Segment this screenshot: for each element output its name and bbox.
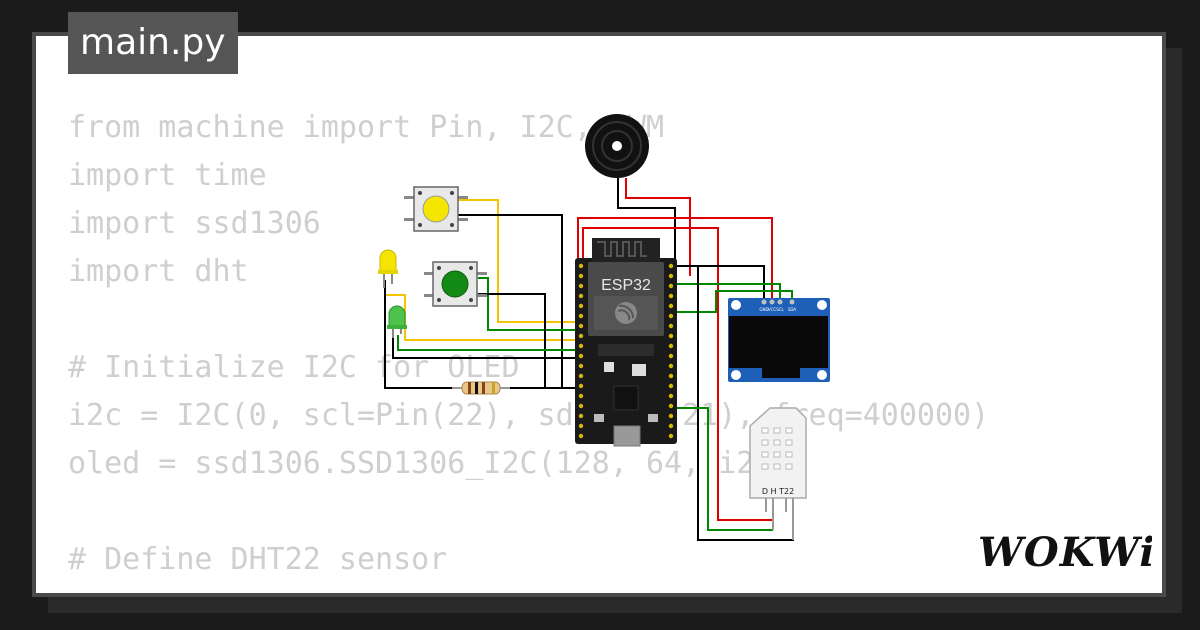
board-label: ESP32 bbox=[601, 277, 651, 294]
oled-pin-label: VCC bbox=[768, 307, 777, 312]
code-line: import ssd1306 bbox=[68, 206, 321, 241]
file-tab[interactable]: main.py bbox=[68, 12, 238, 74]
code-line: dht_sensor = dht.DHT22(Pin(15)) bbox=[68, 584, 989, 593]
wire-green bbox=[478, 277, 578, 331]
wire-yellow bbox=[458, 199, 578, 323]
wire-black bbox=[617, 178, 676, 262]
code-line: # Initialize I2C for OLED bbox=[68, 350, 520, 385]
sensor-label: D H T22 bbox=[762, 487, 794, 496]
wire-red bbox=[625, 178, 691, 276]
oled-pin-label: SCL bbox=[776, 307, 784, 312]
dht22-sensor-icon[interactable] bbox=[749, 407, 807, 540]
wire-green bbox=[675, 407, 773, 531]
code-line: import time bbox=[68, 158, 267, 193]
esp32-board-icon[interactable] bbox=[575, 238, 677, 447]
wire-black bbox=[478, 293, 546, 388]
wire-green bbox=[675, 283, 781, 298]
code-line: # Define DHT22 sensor bbox=[68, 542, 448, 577]
oled-pin-label: SDA bbox=[788, 307, 797, 312]
led-icon[interactable] bbox=[387, 305, 407, 338]
code-line: import dht bbox=[68, 254, 249, 289]
code-line: oled = ssd1306.SSD1306_I2C(128, 64, i2c) bbox=[68, 446, 791, 481]
pushbutton-icon[interactable] bbox=[404, 186, 468, 232]
espressif-logo-icon bbox=[615, 302, 637, 324]
wire-black bbox=[384, 280, 455, 389]
wire-green bbox=[397, 335, 578, 351]
pushbutton-icon[interactable] bbox=[424, 261, 487, 307]
wire-black bbox=[675, 265, 765, 298]
wokwi-logo: WOKWi bbox=[978, 529, 1152, 576]
wire-yellow bbox=[384, 282, 578, 341]
oled-pin-label: GND bbox=[759, 307, 768, 312]
wire-red bbox=[577, 217, 773, 298]
wire-black bbox=[392, 335, 578, 359]
buzzer-icon[interactable] bbox=[585, 114, 649, 178]
led-icon[interactable] bbox=[378, 249, 398, 288]
resistor-icon bbox=[452, 381, 510, 395]
wokwi-logo-text: WOKWi bbox=[978, 529, 1152, 576]
oled-display-icon[interactable] bbox=[728, 298, 830, 382]
wire-green bbox=[675, 290, 793, 313]
